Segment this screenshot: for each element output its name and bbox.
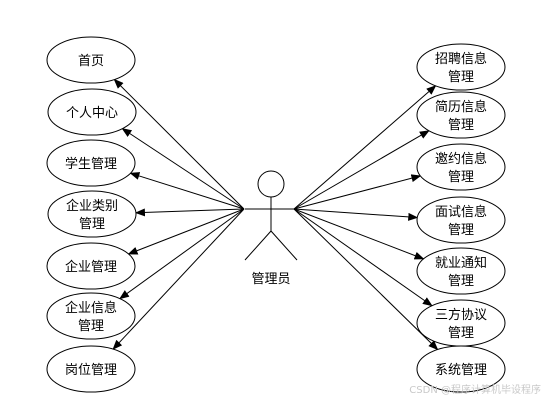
use-case-left-1[interactable]: 个人中心 <box>47 88 137 136</box>
association-right-1 <box>293 130 430 210</box>
actor-head <box>257 170 285 198</box>
use-case-ellipse <box>46 242 136 290</box>
use-case-ellipse <box>47 88 137 136</box>
use-case-left-4[interactable]: 企业管理 <box>46 242 136 290</box>
use-case-label: 管理 <box>448 274 474 289</box>
actor-figure: 管理员 <box>244 170 298 287</box>
use-case-ellipse <box>416 196 506 244</box>
use-case-label: 首页 <box>78 54 104 69</box>
use-case-label: 岗位管理 <box>65 363 117 378</box>
use-case-left-0[interactable]: 首页 <box>46 36 136 84</box>
use-case-label: 三方协议 <box>435 307 487 323</box>
association-left-6 <box>112 208 245 350</box>
use-case-ellipse <box>46 292 136 340</box>
use-case-left-2[interactable]: 学生管理 <box>46 139 136 187</box>
use-case-label: 管理 <box>448 223 474 238</box>
use-case-ellipse <box>47 190 137 238</box>
use-case-label: 个人中心 <box>66 106 118 121</box>
association-left-0 <box>113 78 245 210</box>
association-right-4 <box>293 208 425 260</box>
association-right-3 <box>293 208 419 221</box>
use-case-label: 简历信息 <box>435 99 487 115</box>
use-case-ellipse <box>416 143 506 191</box>
use-case-ellipse <box>416 43 506 91</box>
use-case-ellipse <box>46 36 136 84</box>
association-left-2 <box>129 172 245 210</box>
use-case-label: 管理 <box>448 118 474 133</box>
use-case-label: 面试信息 <box>435 204 487 220</box>
association-left-5 <box>119 208 245 300</box>
use-case-label: 企业类别 <box>66 198 118 214</box>
use-case-label: 企业管理 <box>65 259 117 275</box>
use-case-ellipse <box>416 345 506 393</box>
use-case-nodes: 首页个人中心学生管理企业类别管理企业管理企业信息管理岗位管理招聘信息管理简历信息… <box>46 36 506 393</box>
use-case-ellipse <box>46 345 136 393</box>
use-case-ellipse <box>416 247 506 295</box>
use-case-label: 管理 <box>448 326 474 341</box>
use-case-label: 管理 <box>78 319 104 334</box>
use-case-label: 招聘信息 <box>435 51 487 67</box>
use-case-label: 企业信息 <box>65 300 117 316</box>
actor-right-leg <box>270 230 298 261</box>
association-right-2 <box>293 174 422 210</box>
use-case-left-6[interactable]: 岗位管理 <box>46 345 136 393</box>
use-case-ellipse <box>416 91 506 139</box>
actor-label: 管理员 <box>251 272 290 287</box>
use-case-label: 管理 <box>79 217 105 232</box>
use-case-label: 管理 <box>448 170 474 185</box>
association-left-4 <box>127 208 245 255</box>
association-lines <box>112 78 439 351</box>
association-right-5 <box>293 208 433 307</box>
use-case-label: 邀约信息 <box>435 151 487 167</box>
watermark: CSDN @程序计算机毕设程序 <box>409 385 541 396</box>
use-case-ellipse <box>46 139 136 187</box>
association-right-6 <box>293 208 439 351</box>
use-case-label: 系统管理 <box>435 363 487 378</box>
use-case-right-6[interactable]: 系统管理 <box>416 345 506 393</box>
association-left-1 <box>121 128 245 210</box>
use-case-label: 管理 <box>448 70 474 85</box>
actor-left-leg <box>244 230 272 261</box>
association-right-0 <box>293 85 437 210</box>
use-case-label: 就业通知 <box>435 255 487 271</box>
association-left-3 <box>134 208 245 217</box>
use-case-label: 学生管理 <box>65 156 117 172</box>
